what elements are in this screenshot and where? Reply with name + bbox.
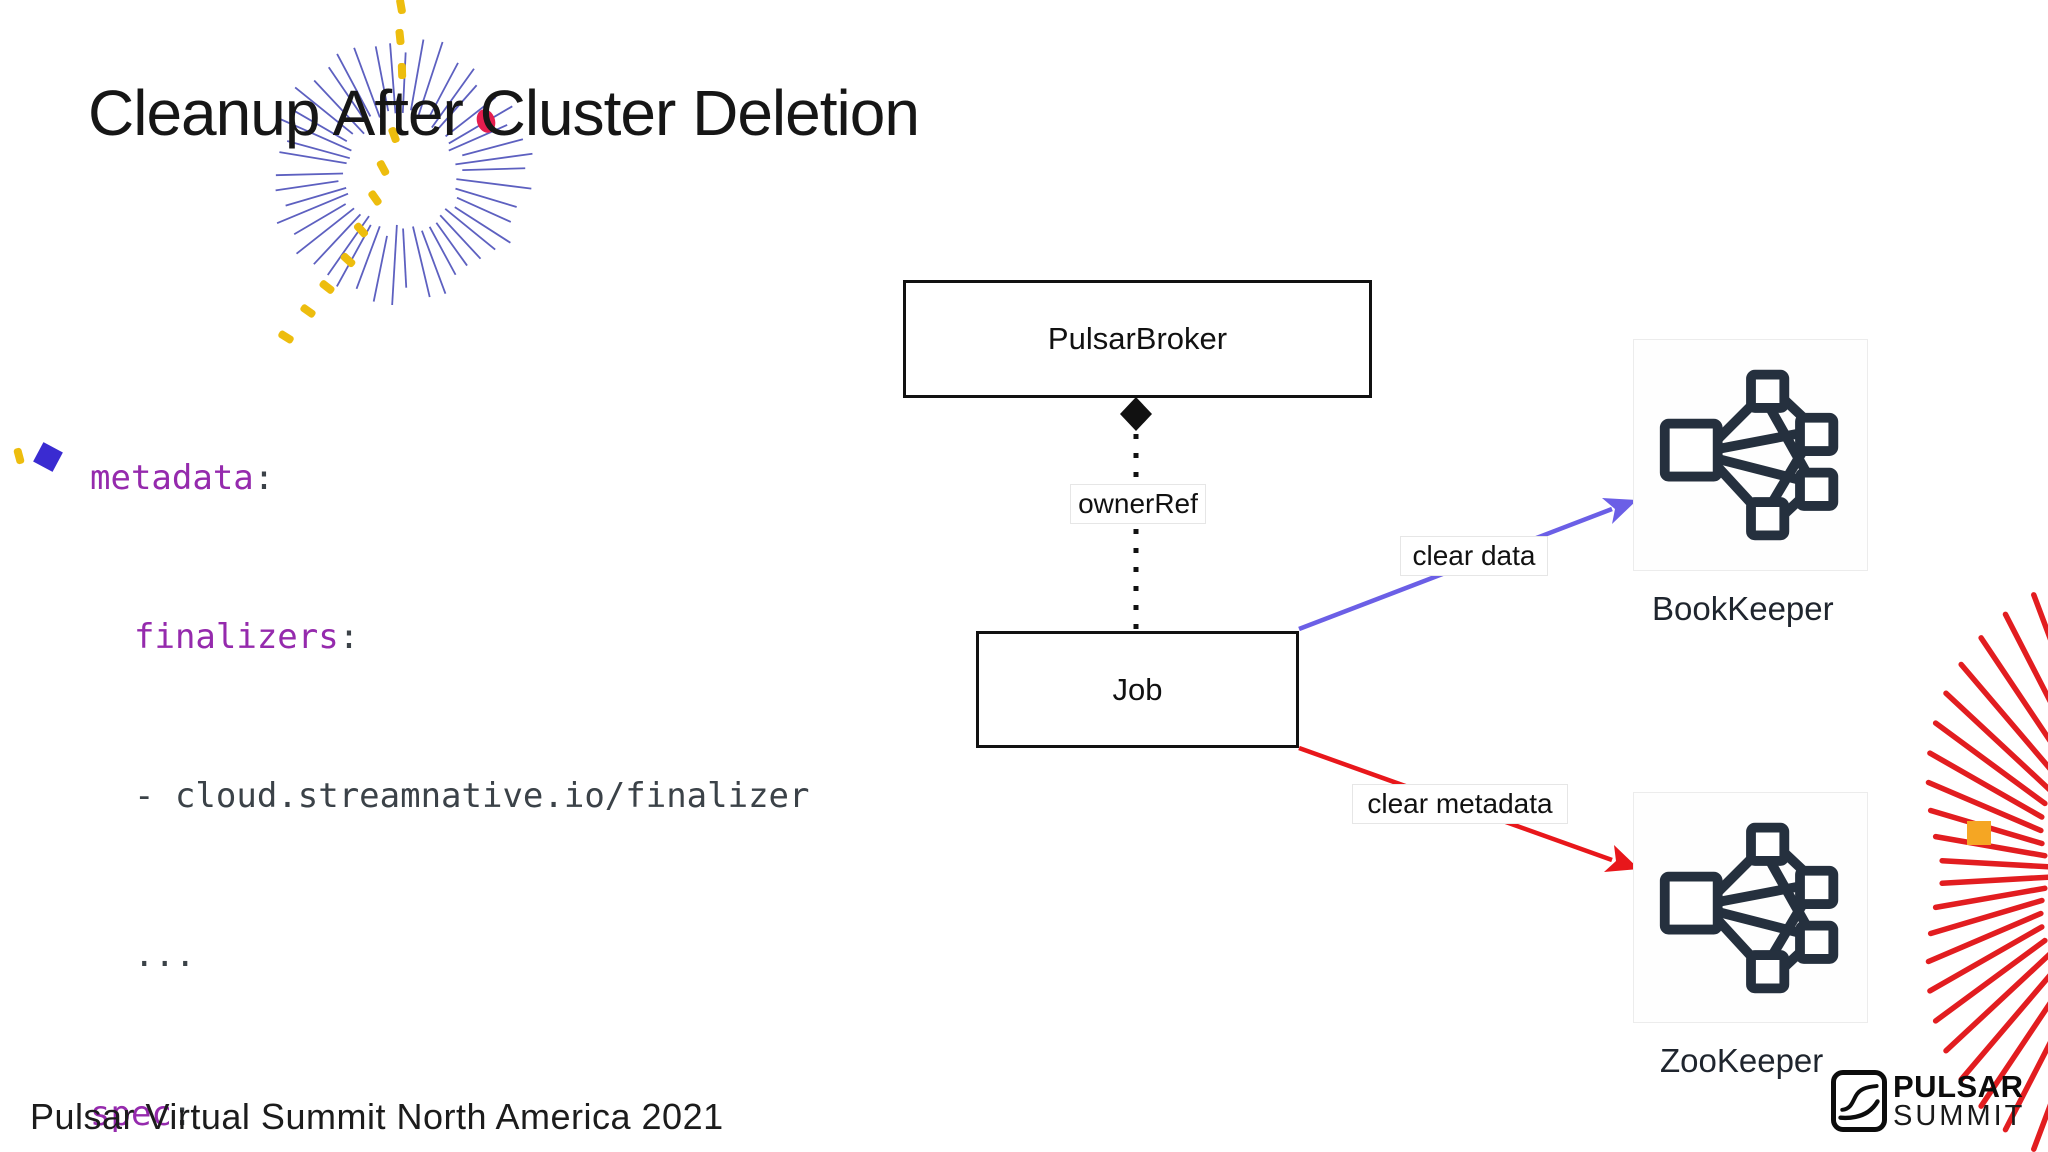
code-line: finalizers: [134, 617, 360, 657]
composition-diamond-icon [1120, 397, 1152, 431]
crimson-dot-decoration [476, 109, 496, 133]
zookeeper-tile [1633, 792, 1868, 1023]
bookkeeper-tile [1633, 339, 1868, 571]
logo-word-summit: SUMMIT [1893, 1100, 2026, 1132]
blue-square-decoration [33, 442, 63, 472]
yellow-dash-trail-decoration [13, 0, 407, 465]
zookeeper-label: ZooKeeper [1660, 1042, 1824, 1079]
job-node: Job [976, 631, 1299, 748]
footer-event-title: Pulsar Virtual Summit North America 2021 [30, 1096, 724, 1137]
red-starburst-decoration [1925, 592, 2048, 1152]
pulsarbroker-node-label: PulsarBroker [1047, 321, 1228, 356]
yaml-code-block: metadata: finalizers: - cloud.streamnati… [90, 346, 810, 1152]
code-line: spec: [90, 1094, 193, 1134]
code-line: - cloud.streamnative.io/finalizer [134, 776, 810, 816]
job-node-label: Job [1112, 671, 1163, 707]
pulsarbroker-node: PulsarBroker [903, 280, 1372, 398]
clear-data-label: clear data [1400, 536, 1548, 576]
bookkeeper-label: BookKeeper [1652, 590, 1834, 627]
pulsar-summit-wordmark: PULSAR SUMMIT [1893, 1071, 2025, 1131]
code-line: ... [134, 935, 196, 975]
clear-metadata-label: clear metadata [1352, 784, 1568, 824]
bookkeeper-cluster-icon [1659, 369, 1838, 541]
code-line: metadata: [90, 458, 275, 498]
logo-word-pulsar: PULSAR [1893, 1069, 2024, 1104]
zookeeper-cluster-icon [1659, 822, 1838, 993]
pulsar-summit-mark-icon [1831, 1070, 1887, 1132]
pulsar-summit-logo: PULSAR SUMMIT [1831, 1070, 2025, 1132]
slide-title: Cleanup After Cluster Deletion [88, 77, 920, 149]
orange-square-decoration [1967, 821, 1991, 845]
owner-ref-label: ownerRef [1070, 484, 1206, 524]
purple-starburst-decoration [275, 39, 533, 306]
